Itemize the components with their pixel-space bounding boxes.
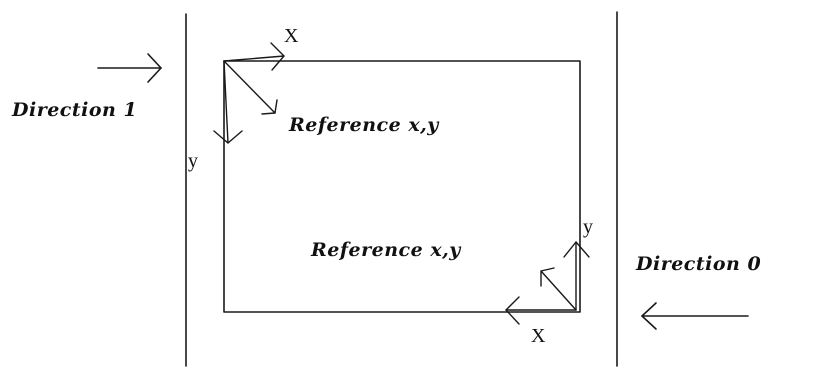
bottom-reference-axes: [505, 241, 590, 325]
axis-y-bottom-label: y: [583, 216, 593, 238]
axis-x-top-label: X: [284, 25, 299, 47]
direction-1-label: Direction 1: [11, 99, 137, 121]
axis-y-top-label: y: [188, 150, 198, 172]
rectangle-frame: [223, 60, 581, 313]
reference-top-label: Reference x,y: [288, 114, 440, 136]
direction-1-arrow: [97, 53, 162, 83]
direction-0-arrow: [641, 302, 749, 330]
reference-bottom-label: Reference x,y: [310, 239, 462, 261]
top-reference-axes: [213, 42, 285, 144]
axis-x-bottom-label: X: [531, 325, 546, 347]
direction-0-label: Direction 0: [635, 253, 761, 275]
